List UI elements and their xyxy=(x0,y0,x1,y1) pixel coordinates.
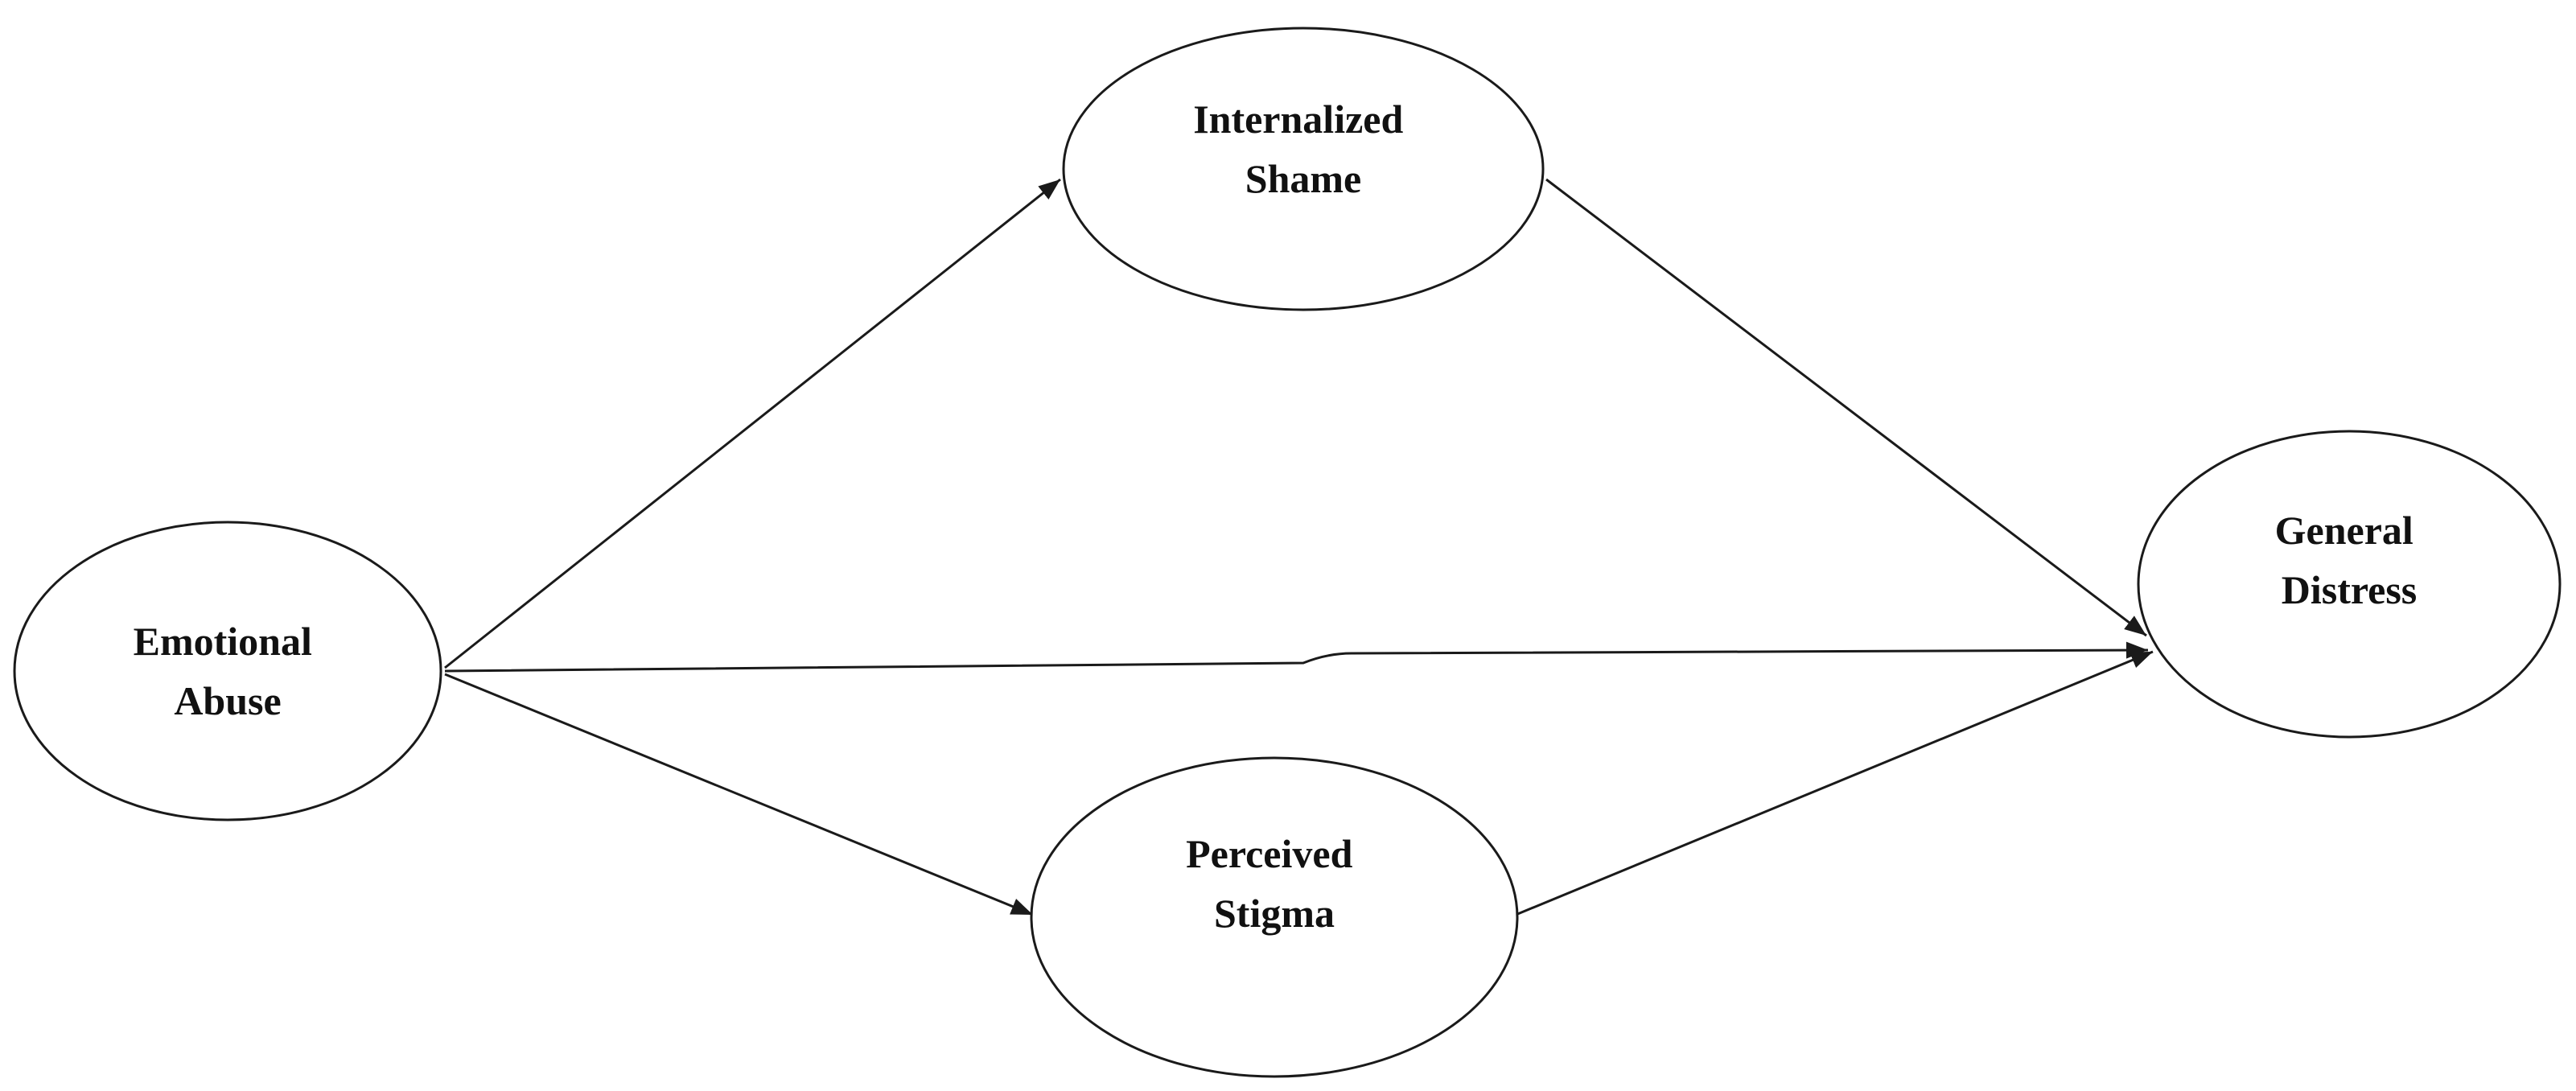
node-internalized-shame-line2: Shame xyxy=(1245,156,1361,201)
node-perceived-stigma: Perceived Stigma xyxy=(1030,756,1519,1078)
node-emotional-abuse-ellipse xyxy=(13,521,442,821)
node-general-distress: General Distress xyxy=(2137,430,2562,739)
node-general-distress-ellipse xyxy=(2137,430,2562,739)
edge-perceived-stigma-to-general-distress xyxy=(1515,650,2154,916)
node-perceived-stigma-line2: Stigma xyxy=(1214,891,1335,936)
node-emotional-abuse-label: Emotional Abuse xyxy=(134,619,323,723)
edge-emotional-abuse-to-perceived-stigma xyxy=(444,673,1034,916)
node-emotional-abuse-line1: Emotional xyxy=(134,619,312,664)
edge-emotional-abuse-to-general-distress xyxy=(444,641,2149,673)
node-perceived-stigma-label: Perceived Stigma xyxy=(1186,831,1363,936)
node-internalized-shame-line1: Internalized xyxy=(1193,97,1403,142)
node-internalized-shame-ellipse xyxy=(1062,27,1545,311)
node-perceived-stigma-ellipse xyxy=(1030,756,1519,1078)
node-perceived-stigma-line1: Perceived xyxy=(1186,831,1352,876)
node-internalized-shame-label: Internalized Shame xyxy=(1193,97,1414,201)
edge-internalized-shame-to-general-distress xyxy=(1545,178,2147,637)
node-general-distress-line1: General xyxy=(2275,508,2413,553)
node-general-distress-label: General Distress xyxy=(2275,508,2424,612)
node-internalized-shame: Internalized Shame xyxy=(1062,27,1545,311)
edge-emotional-abuse-to-internalized-shame xyxy=(444,178,1061,669)
node-general-distress-line2: Distress xyxy=(2282,567,2418,612)
node-emotional-abuse-line2: Abuse xyxy=(174,678,281,723)
node-emotional-abuse: Emotional Abuse xyxy=(13,521,442,821)
